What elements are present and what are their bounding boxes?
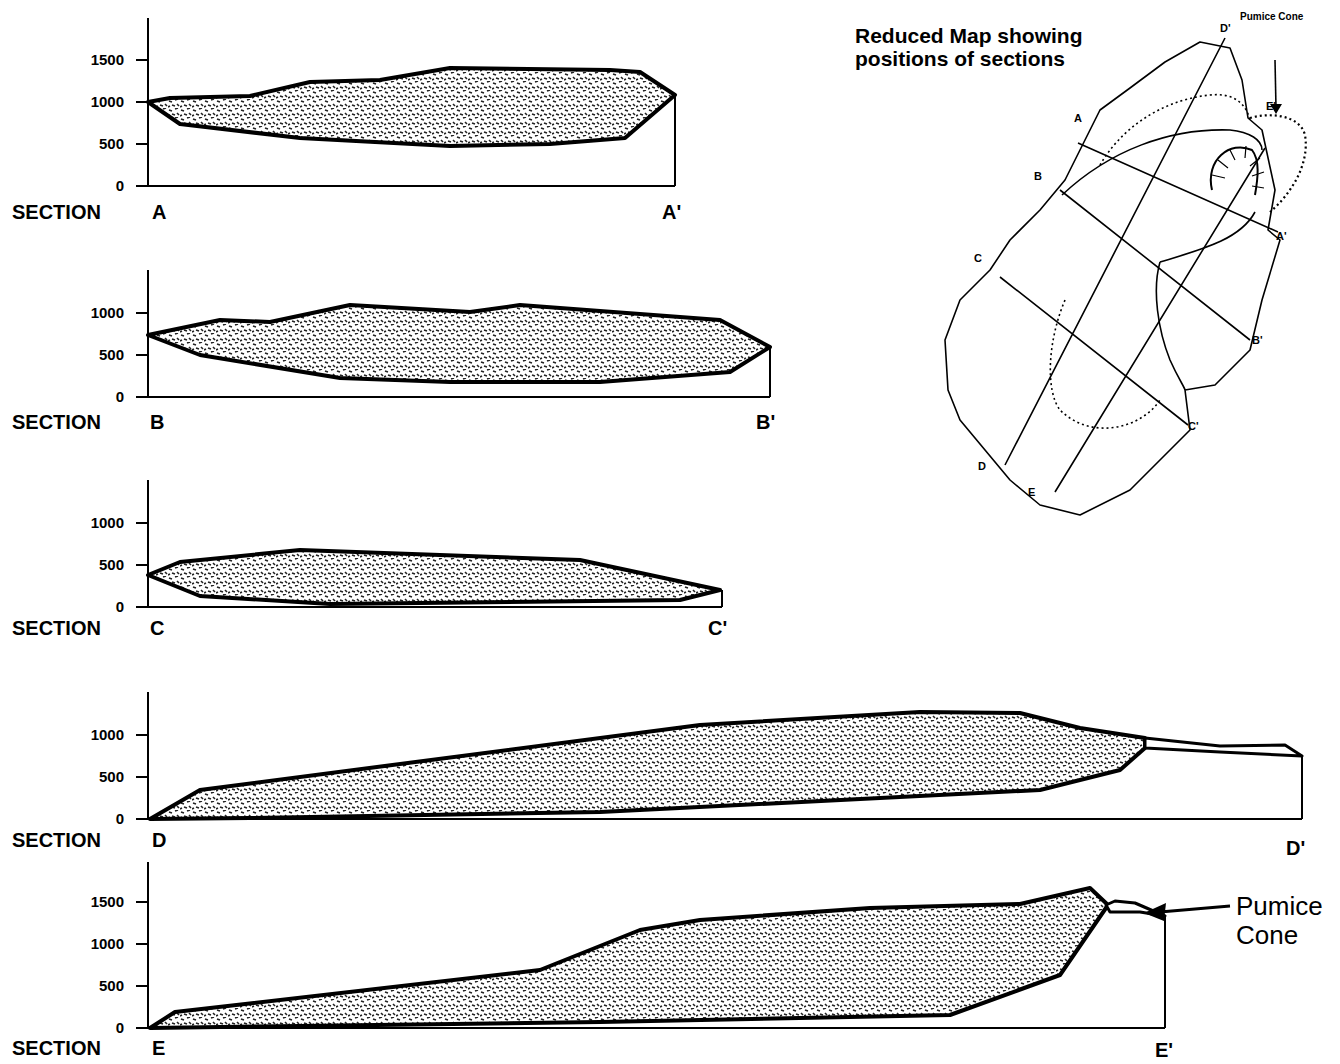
axis-tick: 1000 — [91, 305, 124, 322]
map-letter: A — [1074, 112, 1082, 124]
section-letter: A — [152, 201, 166, 223]
axis-tick: 1000 — [91, 94, 124, 111]
section-letter: E' — [1155, 1039, 1173, 1061]
section-letter: D' — [1286, 837, 1305, 859]
map-letter: E' — [1266, 100, 1276, 112]
map-letter: C — [974, 252, 982, 264]
axis-tick: 0 — [116, 1020, 124, 1037]
axis-tick: 0 — [116, 389, 124, 406]
axis-tick: 1500 — [91, 894, 124, 911]
axis-tick: 1000 — [91, 727, 124, 744]
map-letter: E — [1028, 486, 1035, 498]
map-title: Reduced Map showing positions of section… — [855, 24, 1115, 70]
section-letter: B' — [756, 411, 775, 433]
map-letter: D — [978, 460, 986, 472]
section-word: SECTION — [12, 411, 101, 433]
map-letter: C' — [1188, 420, 1199, 432]
axis-tick: 500 — [99, 557, 124, 574]
axis-tick: 1500 — [91, 52, 124, 69]
section-letter: E — [152, 1037, 165, 1059]
section-word: SECTION — [12, 201, 101, 223]
section-letter: D — [152, 829, 166, 851]
section-letter: C' — [708, 617, 727, 639]
map-letter: D' — [1220, 22, 1231, 34]
axis-tick: 500 — [99, 769, 124, 786]
section-word: SECTION — [12, 1037, 101, 1059]
section-word: SECTION — [12, 829, 101, 851]
map-letter: B' — [1252, 334, 1263, 346]
axis-tick: 0 — [116, 178, 124, 195]
axis-tick: 500 — [99, 136, 124, 153]
map-letter: A' — [1276, 230, 1287, 242]
axis-tick: 0 — [116, 599, 124, 616]
axis-tick: 1000 — [91, 936, 124, 953]
axis-tick: 0 — [116, 811, 124, 828]
axis-tick: 500 — [99, 347, 124, 364]
section-word: SECTION — [12, 617, 101, 639]
section-letter: B — [150, 411, 164, 433]
axis-tick: 500 — [99, 978, 124, 995]
callout-text: Pumice Cone — [1240, 11, 1303, 22]
map-letter: B — [1034, 170, 1042, 182]
callout-text: Pumice Cone — [1236, 892, 1336, 949]
section-letter: C — [150, 617, 164, 639]
axis-tick: 1000 — [91, 515, 124, 532]
section-letter: A' — [662, 201, 681, 223]
